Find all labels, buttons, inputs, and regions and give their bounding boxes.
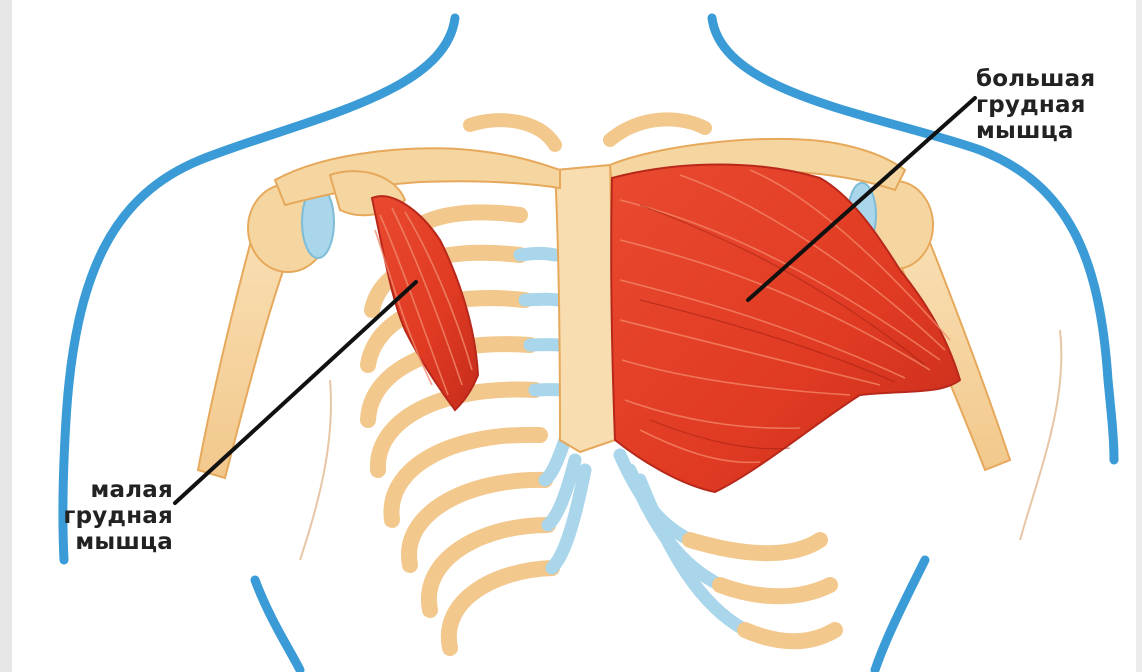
label-pectoralis-minor-line-3: мышца (33, 529, 173, 555)
label-pectoralis-major-line-1: большая (976, 66, 1136, 92)
label-pectoralis-major: большая грудная мышца (976, 66, 1136, 144)
sternum (555, 165, 615, 452)
label-pectoralis-major-line-2: грудная (976, 92, 1136, 118)
label-pectoralis-minor-line-2: грудная (33, 503, 173, 529)
label-pectoralis-major-line-3: мышца (976, 118, 1136, 144)
left-waist-outline (255, 580, 300, 670)
right-waist-outline (875, 560, 925, 670)
label-pectoralis-minor-line-1: малая (33, 477, 173, 503)
label-pectoralis-minor: малая грудная мышца (33, 477, 173, 555)
left-humerus (198, 184, 334, 478)
